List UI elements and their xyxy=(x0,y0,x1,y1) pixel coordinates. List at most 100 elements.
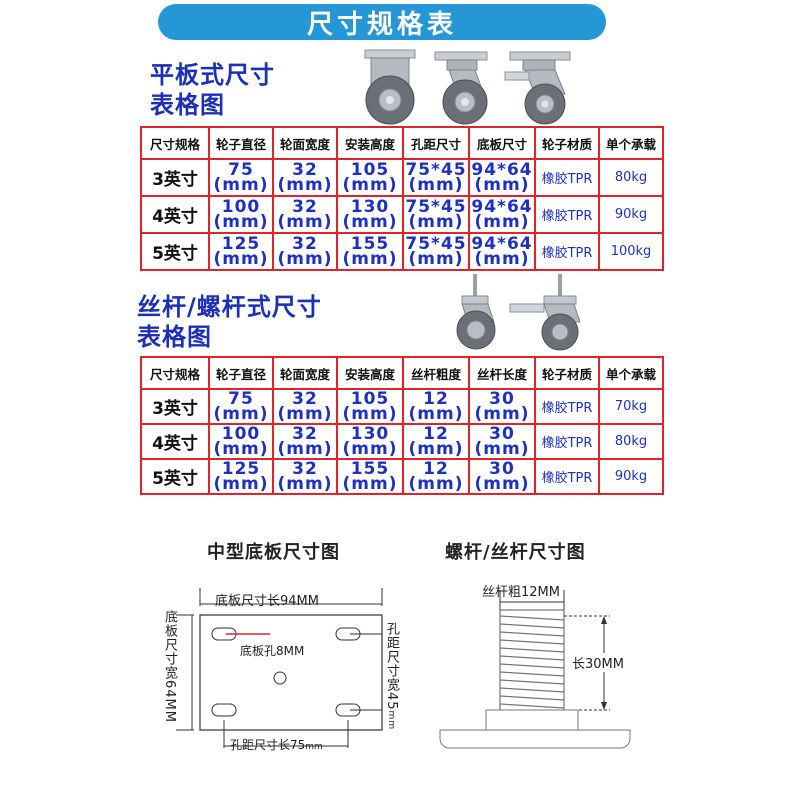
header-cell: 丝杆长度 xyxy=(468,356,536,390)
screw-brake-caster-icon xyxy=(509,274,581,351)
value-cell: 75*45(mm) xyxy=(402,158,470,197)
plate-diagram xyxy=(176,588,383,748)
plate-hole-label: 底板孔8MM xyxy=(240,644,305,658)
material-cell: 橡胶TPR xyxy=(534,423,600,460)
value-cell: 32(mm) xyxy=(272,423,338,460)
screw-length-label: 长30MM xyxy=(572,653,624,672)
material-cell: 橡胶TPR xyxy=(534,195,600,234)
screw-section-title: 丝杆/螺杆式尺寸 表格图 xyxy=(137,292,322,352)
table-row: 5英寸 125(mm) 32(mm) 155(mm) 75*45(mm) 94*… xyxy=(140,232,664,271)
value-cell: 105(mm) xyxy=(336,158,404,197)
row-label: 3英寸 xyxy=(140,158,210,197)
load-cell: 90kg xyxy=(598,458,664,495)
thread-lines xyxy=(499,615,565,709)
value-cell: 12(mm) xyxy=(402,388,470,425)
value-cell: 32(mm) xyxy=(272,232,338,271)
hole-length-label: 孔距尺寸长75mm xyxy=(230,738,323,752)
value-cell: 32(mm) xyxy=(272,388,338,425)
plate-length-label: 底板尺寸长94MM xyxy=(215,594,319,609)
screw-thick-label: 丝杆粗12MM xyxy=(482,585,560,600)
row-label: 3英寸 xyxy=(140,388,210,425)
load-cell: 70kg xyxy=(598,388,664,425)
load-cell: 100kg xyxy=(598,232,664,271)
header-cell: 尺寸规格 xyxy=(140,126,210,160)
header-cell: 单个承载 xyxy=(598,356,664,390)
screw-caster-images xyxy=(456,274,581,351)
value-cell: 94*64(mm) xyxy=(468,195,536,234)
value-cell: 125(mm) xyxy=(208,458,274,495)
value-cell: 94*64(mm) xyxy=(468,158,536,197)
value-cell: 155(mm) xyxy=(336,458,404,495)
value-cell: 75(mm) xyxy=(208,388,274,425)
header-cell: 单个承载 xyxy=(598,126,664,160)
hole-width-label: 孔距尺寸宽45mm xyxy=(384,622,399,731)
table-row: 3英寸 75(mm) 32(mm) 105(mm) 75*45(mm) 94*6… xyxy=(140,158,664,197)
header-cell: 轮子直径 xyxy=(208,126,274,160)
value-cell: 30(mm) xyxy=(468,388,536,425)
value-cell: 100(mm) xyxy=(208,195,274,234)
header-cell: 轮子材质 xyxy=(534,356,600,390)
table-row: 4英寸 100(mm) 32(mm) 130(mm) 75*45(mm) 94*… xyxy=(140,195,664,234)
table-row: 4英寸 100(mm) 32(mm) 130(mm) 12(mm) 30(mm)… xyxy=(140,423,664,460)
flat-caster-images xyxy=(364,49,571,125)
load-cell: 80kg xyxy=(598,423,664,460)
value-cell: 130(mm) xyxy=(336,195,404,234)
table-row: 5英寸 125(mm) 32(mm) 155(mm) 12(mm) 30(mm)… xyxy=(140,458,664,495)
flat-table-header: 尺寸规格 轮子直径 轮面宽度 安装高度 孔距尺寸 底板尺寸 轮子材质 单个承载 xyxy=(140,126,664,160)
value-cell: 30(mm) xyxy=(468,458,536,495)
value-cell: 12(mm) xyxy=(402,458,470,495)
plate-diagram-title: 中型底板尺寸图 xyxy=(207,542,340,563)
value-cell: 30(mm) xyxy=(468,423,536,460)
header-cell: 轮子直径 xyxy=(208,356,274,390)
header-cell: 丝杆粗度 xyxy=(402,356,470,390)
flat-title-line1: 平板式尺寸 xyxy=(150,61,275,89)
header-cell: 安装高度 xyxy=(336,356,404,390)
load-cell: 80kg xyxy=(598,158,664,197)
plate-width-label: 底板尺寸宽64MM xyxy=(162,610,177,723)
flat-section-title: 平板式尺寸 表格图 xyxy=(150,60,275,120)
screw-spec-table: 尺寸规格 轮子直径 轮面宽度 安装高度 丝杆粗度 丝杆长度 轮子材质 单个承载 … xyxy=(140,356,664,495)
header-cell: 孔距尺寸 xyxy=(402,126,470,160)
flat-spec-table: 尺寸规格 轮子直径 轮面宽度 安装高度 孔距尺寸 底板尺寸 轮子材质 单个承载 … xyxy=(140,126,664,271)
value-cell: 155(mm) xyxy=(336,232,404,271)
value-cell: 75*45(mm) xyxy=(402,195,470,234)
value-cell: 32(mm) xyxy=(272,158,338,197)
value-cell: 75*45(mm) xyxy=(402,232,470,271)
header-cell: 尺寸规格 xyxy=(140,356,210,390)
value-cell: 100(mm) xyxy=(208,423,274,460)
screw-title-line2: 表格图 xyxy=(137,323,212,351)
header-cell: 轮子材质 xyxy=(534,126,600,160)
value-cell: 32(mm) xyxy=(272,458,338,495)
screw-diagram-title: 螺杆/丝杆尺寸图 xyxy=(445,542,586,563)
material-cell: 橡胶TPR xyxy=(534,158,600,197)
load-cell: 90kg xyxy=(598,195,664,234)
material-cell: 橡胶TPR xyxy=(534,388,600,425)
value-cell: 94*64(mm) xyxy=(468,232,536,271)
screw-swivel-caster-icon xyxy=(456,274,496,350)
material-cell: 橡胶TPR xyxy=(534,458,600,495)
row-label: 4英寸 xyxy=(140,423,210,460)
row-label: 5英寸 xyxy=(140,458,210,495)
screw-table-header: 尺寸规格 轮子直径 轮面宽度 安装高度 丝杆粗度 丝杆长度 轮子材质 单个承载 xyxy=(140,356,664,390)
value-cell: 125(mm) xyxy=(208,232,274,271)
page-banner: 尺寸规格表 xyxy=(158,4,606,40)
screw-title-line1: 丝杆/螺杆式尺寸 xyxy=(137,293,322,321)
row-label: 4英寸 xyxy=(140,195,210,234)
screw-diagram xyxy=(439,590,631,749)
banner-title: 尺寸规格表 xyxy=(306,9,457,40)
row-label: 5英寸 xyxy=(140,232,210,271)
header-cell: 安装高度 xyxy=(336,126,404,160)
brake-caster-icon xyxy=(504,51,571,125)
header-cell: 轮面宽度 xyxy=(272,126,338,160)
fixed-caster-icon xyxy=(364,49,416,125)
value-cell: 130(mm) xyxy=(336,423,404,460)
header-cell: 底板尺寸 xyxy=(468,126,536,160)
table-row: 3英寸 75(mm) 32(mm) 105(mm) 12(mm) 30(mm) … xyxy=(140,388,664,425)
value-cell: 75(mm) xyxy=(208,158,274,197)
material-cell: 橡胶TPR xyxy=(534,232,600,271)
value-cell: 32(mm) xyxy=(272,195,338,234)
value-cell: 12(mm) xyxy=(402,423,470,460)
flat-title-line2: 表格图 xyxy=(150,91,225,119)
value-cell: 105(mm) xyxy=(336,388,404,425)
header-cell: 轮面宽度 xyxy=(272,356,338,390)
